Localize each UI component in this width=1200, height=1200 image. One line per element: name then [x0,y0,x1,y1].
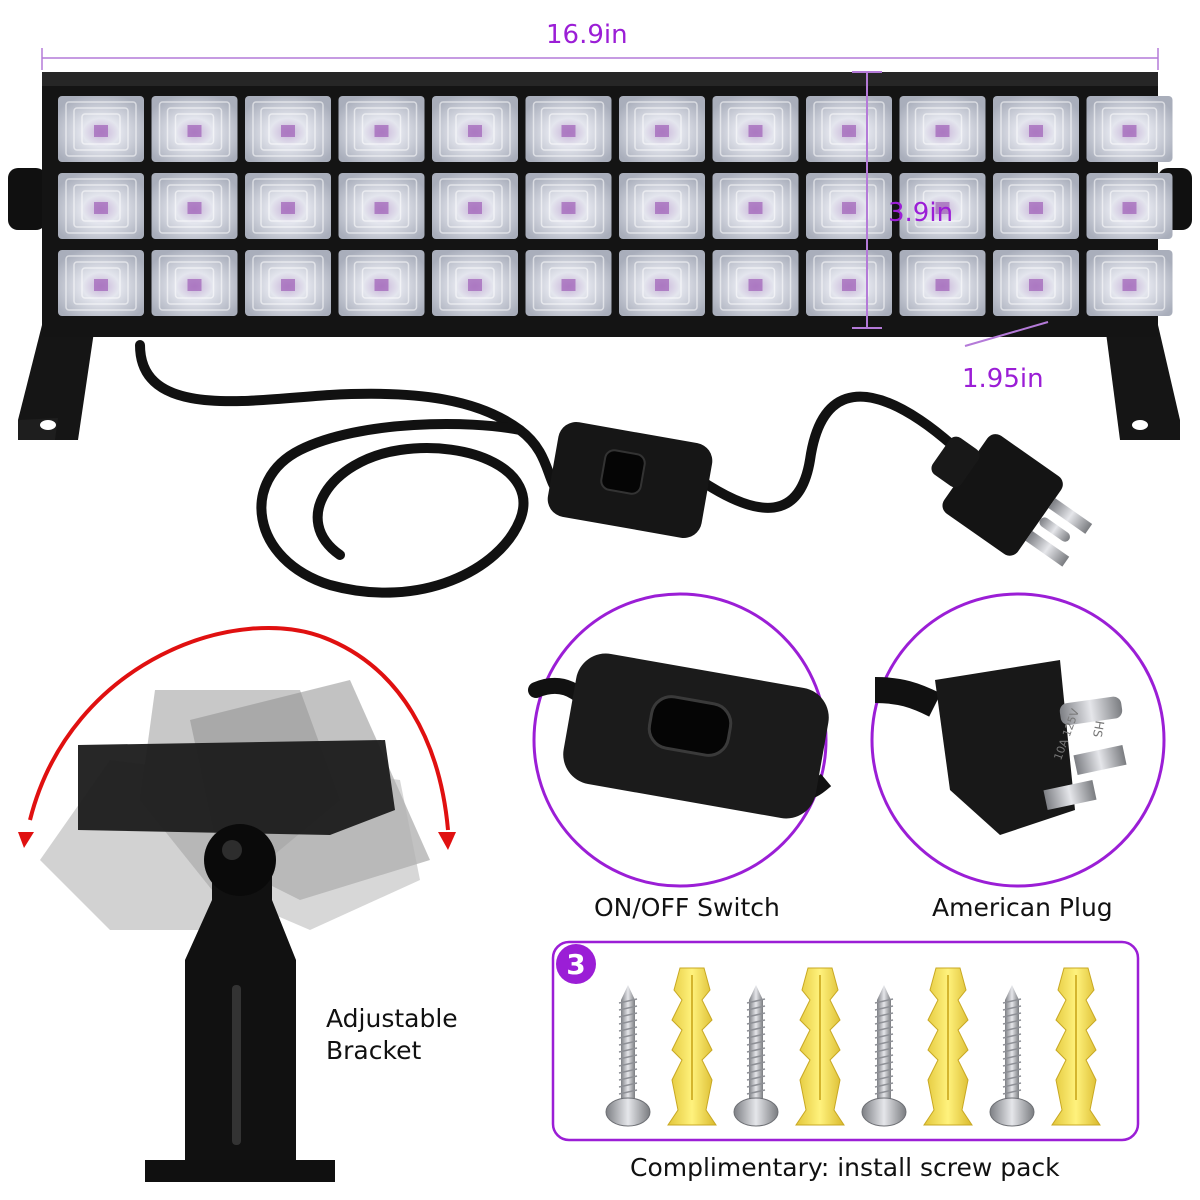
led-cell [619,96,705,162]
led-cell [899,96,986,162]
bracket-caption-line1: Adjustable [326,1004,458,1033]
led-cell [993,250,1079,316]
led-cell [712,173,799,239]
led-cell [525,96,612,162]
led-cell [432,96,518,162]
led-cell [993,173,1079,239]
led-cell [338,173,425,239]
plug-caption: American Plug [932,893,1113,922]
power-cord [135,340,980,598]
led-cell [1086,96,1173,162]
led-cell [1086,173,1173,239]
bar-bracket-left [18,325,95,440]
switch-closeup [528,592,832,888]
led-cell [245,96,331,162]
bracket-caption-line2: Bracket [326,1036,422,1065]
width-label: 16.9in [546,20,628,50]
led-cell [151,250,238,316]
rotate-arrow-left-icon [18,832,34,848]
led-cell [525,173,612,239]
cord-switch [547,422,713,538]
led-cell [899,173,986,239]
led-cell [806,250,892,316]
led-cell [338,250,425,316]
wall-anchor-icon [1051,967,1101,1126]
wall-anchor-icon [795,967,845,1126]
led-cell [338,96,425,162]
rotate-arrow-right-icon [438,832,456,850]
width-dimension-line [41,48,1159,70]
screw-icon [861,985,907,1127]
depth-label: 1.95in [962,364,1044,394]
led-cell [151,173,238,239]
led-cell [245,173,331,239]
plug-closeup [870,592,1166,888]
led-cell [619,173,705,239]
led-cell [619,250,705,316]
screw-icon [989,985,1035,1127]
led-cell [712,96,799,162]
led-cell [58,96,144,162]
switch-caption: ON/OFF Switch [594,893,780,922]
led-cell [58,173,144,239]
wall-anchor-icon [667,967,717,1126]
led-grid [58,96,1173,316]
screw-pack-badge: 3 [556,944,596,984]
screw-pack-caption: Complimentary: install screw pack [630,1153,1060,1182]
led-cell [1086,250,1173,316]
led-cell [712,250,799,316]
cord-plug [931,434,1093,567]
led-cell [432,250,518,316]
depth-dimension-line [964,321,1049,347]
bar-bracket-right [1105,325,1180,440]
led-cell [899,250,986,316]
wall-anchor-icon [923,967,973,1126]
led-cell [432,173,518,239]
led-cell [151,96,238,162]
screw-icon [605,985,651,1127]
led-cell [245,250,331,316]
led-cell [806,173,892,239]
led-cell [806,96,892,162]
led-cell [58,250,144,316]
screw-row [605,967,1101,1127]
height-label: 3.9in [888,198,954,228]
side-knob-left [8,168,46,230]
height-dimension-line [852,71,882,329]
plug-brand-text: HS [1089,719,1107,739]
screw-icon [733,985,779,1127]
bracket-illustration [18,626,456,1182]
led-cell [993,96,1079,162]
led-cell [525,250,612,316]
